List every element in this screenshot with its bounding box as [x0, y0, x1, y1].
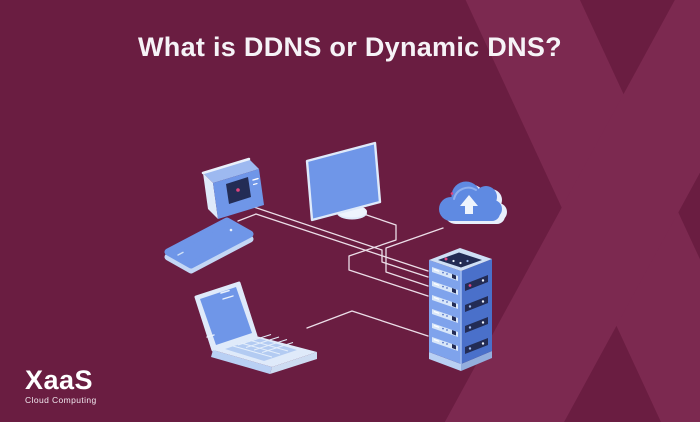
monitor-icon — [305, 141, 382, 222]
connection-lines — [237, 203, 444, 337]
x-watermark-icon — [444, 0, 700, 422]
connection-line-laptop — [306, 310, 429, 337]
connection-line-monitor — [348, 208, 429, 297]
connection-line-tablet — [237, 213, 429, 272]
connection-line-cloud — [385, 227, 444, 287]
page-title: What is DDNS or Dynamic DNS? — [138, 32, 562, 62]
laptop-icon — [194, 281, 317, 374]
brand-tagline: Cloud Computing — [25, 395, 97, 405]
brand-logo: XaaS Cloud Computing — [25, 367, 97, 405]
server-rack-icon — [429, 248, 492, 371]
server-drive-bays — [465, 275, 488, 354]
server-slats — [432, 267, 458, 351]
brand-name: XaaS — [25, 365, 94, 395]
tablet-icon — [164, 217, 254, 274]
security-camera-icon — [201, 157, 264, 219]
cloud-upload-icon — [439, 181, 507, 224]
